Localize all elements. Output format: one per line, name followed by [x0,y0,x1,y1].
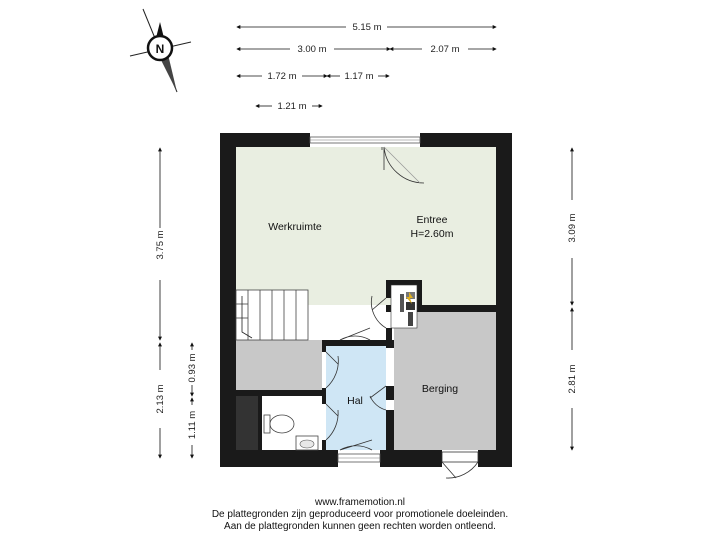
room-label-entree-height: H=2.60m [411,228,454,240]
toilet-icon [263,414,295,434]
footer-line1: De plattegronden zijn geproduceerd voor … [211,509,509,520]
dim-top-sub-left: 1.72 m [267,71,296,82]
dim-left-upper: 3.75 m [155,230,166,259]
footer-url: www.framemotion.nl [314,497,406,508]
door-meter-cabinet [371,295,387,329]
door-front [339,439,373,451]
footer-line2: Aan de plattegronden kunnen geen rechten… [224,521,496,532]
window-top [309,136,421,144]
top-dimensions [236,25,497,108]
door-hal-left [325,351,339,389]
dim-right-upper: 3.09 m [567,213,578,242]
dim-top-total: 5.15 m [352,22,381,33]
compass-icon: N [129,8,192,93]
dim-top-left: 3.00 m [297,44,326,55]
window-bottom-hal [337,453,381,463]
footer: www.framemotion.nl De plattegronden zijn… [0,497,720,533]
staircase [235,289,309,341]
dim-left-lower: 2.13 m [155,384,166,413]
dim-left-bottom: 1.11 m [187,411,198,439]
walls [220,133,512,467]
dim-right-lower: 2.81 m [567,364,578,393]
meter-cabinet [390,284,418,329]
sink-icon [295,435,319,451]
dim-top-small: 1.21 m [277,101,306,112]
room-label-hal: Hal [347,395,363,407]
dim-left-mid: 0.93 m [187,353,198,382]
compass-label: N [156,42,165,56]
floor-hal [326,346,386,450]
floor-werkruimte-entree [236,147,496,305]
dim-top-sub-right: 1.17 m [344,71,373,82]
door-berging-outside [441,451,479,479]
floor-storage-left [236,340,322,390]
room-label-berging: Berging [422,383,458,395]
floor-berging [394,312,496,450]
floor-dark-corner [236,396,258,450]
left-dimensions [158,147,194,459]
door-toilet [325,403,339,441]
room-label-entree: Entree [417,214,448,226]
door-berging [369,385,387,411]
door-hal-top [339,327,371,341]
door-entree [381,146,425,184]
dim-top-right: 2.07 m [430,44,459,55]
room-label-werkruimte: Werkruimte [268,221,322,233]
